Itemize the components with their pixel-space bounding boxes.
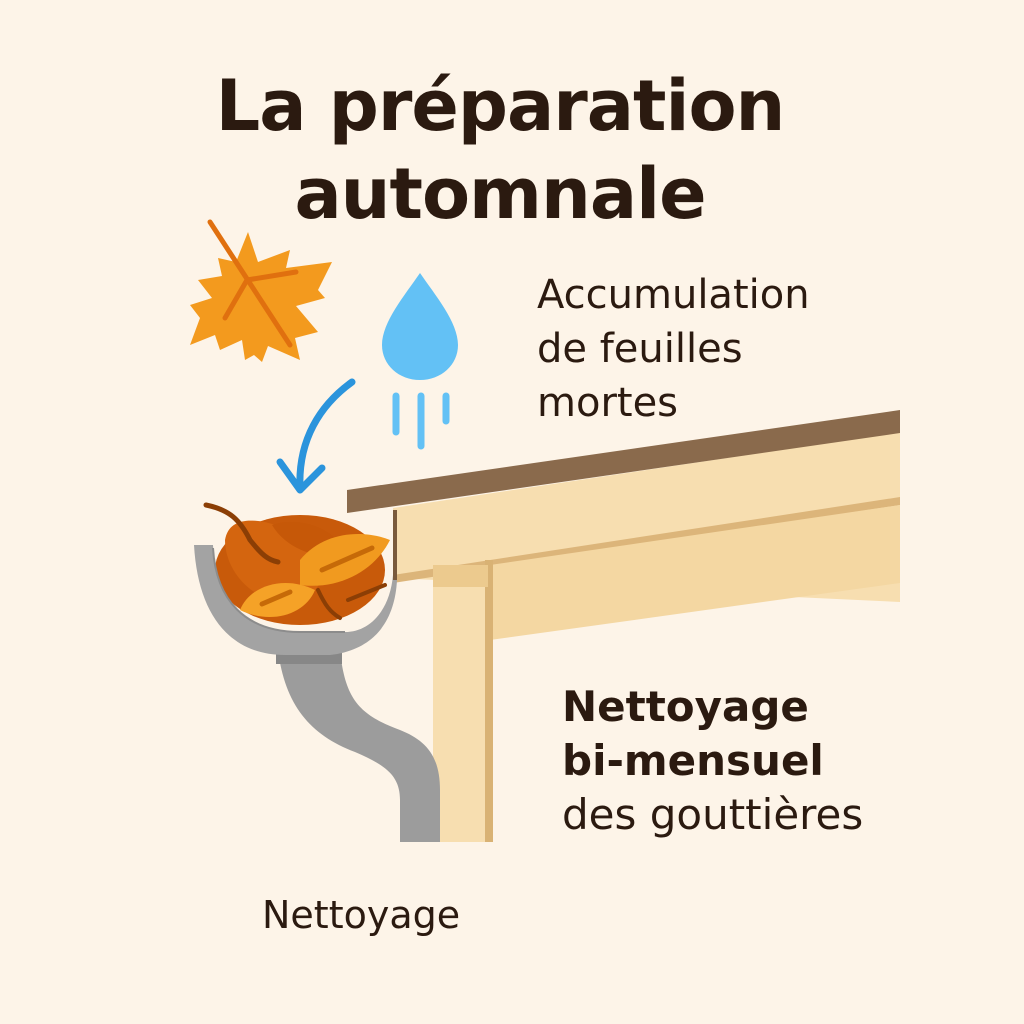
label-clean-line-1: Nettoyage bbox=[562, 682, 809, 731]
curved-arrow-icon bbox=[276, 378, 356, 494]
maple-leaf-icon bbox=[190, 219, 332, 362]
gutter-with-leaves-icon bbox=[194, 502, 397, 655]
label-cleaning-bottom: Nettoyage bbox=[262, 893, 461, 937]
label-clean-line-3: des gouttières bbox=[562, 790, 864, 839]
label-biweekly-cleaning: Nettoyage bi-mensuel des gouttières bbox=[562, 680, 863, 842]
label-clean-line-2: bi-mensuel bbox=[562, 736, 824, 785]
label-leaf-accumulation: Accumulation de feuilles mortes bbox=[537, 268, 810, 430]
downspout-icon bbox=[276, 650, 440, 842]
label-accum-line-1: Accumulation bbox=[537, 272, 810, 318]
label-accum-line-3: mortes bbox=[537, 380, 679, 426]
title-line-1: La préparation bbox=[215, 65, 786, 147]
title-line-2: automnale bbox=[294, 153, 706, 235]
water-drop-icon bbox=[382, 273, 458, 450]
label-accum-line-2: de feuilles bbox=[537, 326, 743, 372]
page-title: La préparation automnale bbox=[0, 62, 1000, 238]
roof-eave-icon bbox=[347, 410, 900, 842]
